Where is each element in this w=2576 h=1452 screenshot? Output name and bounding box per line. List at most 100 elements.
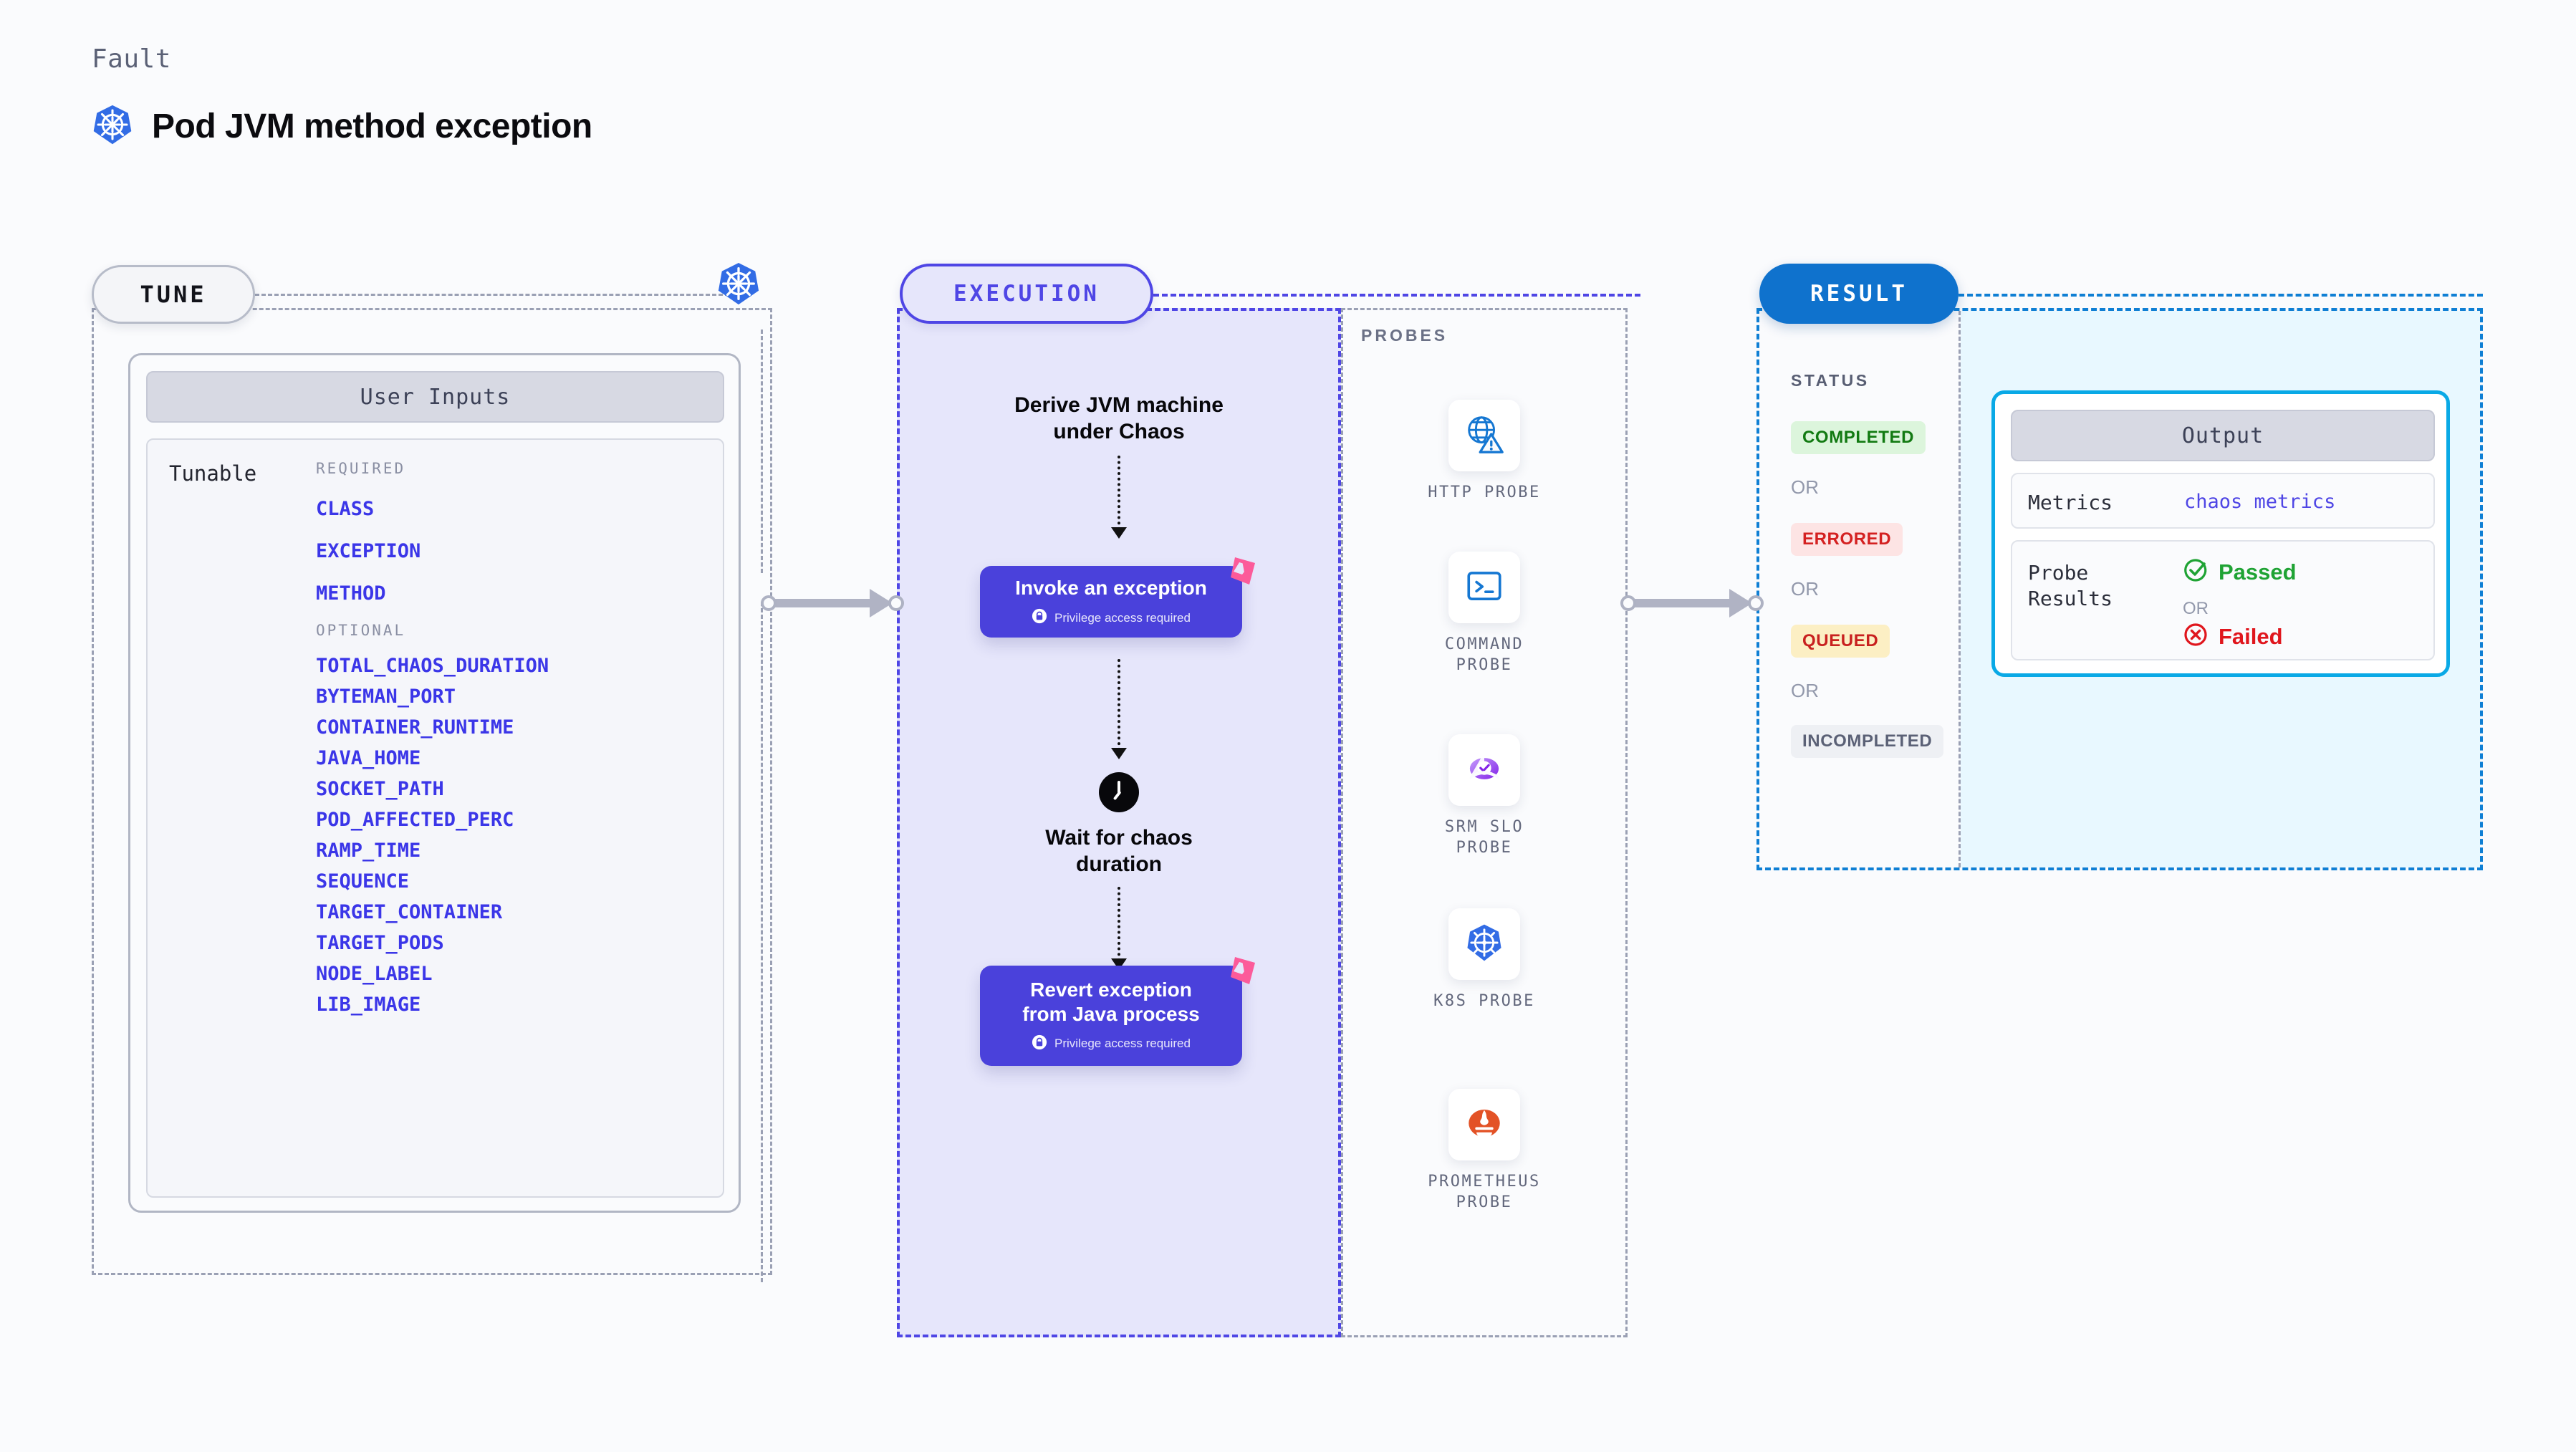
output-probe-failed-label: Failed [2219,623,2283,649]
param-container-runtime[interactable]: CONTAINER_RUNTIME [316,716,514,739]
clock-icon [1099,772,1139,812]
output-card-title: Output [2011,410,2435,461]
user-inputs-title-text: User Inputs [360,384,511,410]
param-total-chaos-duration[interactable]: TOTAL_CHAOS_DURATION [316,655,549,677]
user-inputs-card-title: User Inputs [146,371,724,423]
probe-http[interactable]: HTTP PROBE [1341,400,1628,504]
probe-srm-slo[interactable]: SRM SLO PROBE [1341,734,1628,858]
kubernetes-icon [1464,922,1505,967]
param-exception[interactable]: EXCEPTION [316,540,421,562]
prometheus-icon [1464,1102,1505,1148]
output-probe-failed: Failed [2183,622,2283,651]
param-socket-path[interactable]: SOCKET_PATH [316,778,444,800]
execution-card-revert-exception[interactable]: Revert exception from Java process Privi… [980,957,1255,1066]
execution-wait-label: Wait for chaos duration [897,825,1341,878]
output-card-title-text: Output [2181,423,2264,448]
status-or-3: OR [1791,680,1819,701]
stage-pill-tune[interactable]: TUNE [92,265,255,324]
execution-card-revert-title-line2: from Java process [1022,1002,1200,1025]
param-target-container[interactable]: TARGET_CONTAINER [316,901,503,923]
execution-card-invoke-exception[interactable]: Invoke an exception Privilege access req… [980,557,1255,638]
probe-srm-slo-name-line1: SRM SLO [1444,818,1524,836]
connector-execution-to-result [1620,589,1764,617]
execution-step-title-line2: under Chaos [1053,419,1185,443]
param-ramp-time[interactable]: RAMP_TIME [316,840,421,862]
srm-slo-icon [1464,749,1504,792]
probe-srm-slo-name: SRM SLO PROBE [1445,817,1524,858]
group-heading-required: REQUIRED [316,460,406,477]
stage-probes [1341,308,1628,1337]
param-class[interactable]: CLASS [316,498,375,520]
flow-arrow-1-head [1111,527,1127,539]
group-heading-optional: OPTIONAL [316,622,406,639]
tunable-panel: Tunable REQUIRED CLASS EXCEPTION METHOD … [146,438,724,1198]
probe-prometheus-name: PROMETHEUS PROBE [1428,1172,1540,1213]
status-or-1: OR [1791,476,1819,498]
output-probe-results-label-line1: Probe [2028,561,2089,585]
tune-badge-stem-lower [761,602,763,1282]
probes-label: PROBES [1361,326,1448,345]
execution-step-title: Derive JVM machine under Chaos [897,393,1341,445]
check-circle-icon [2183,557,2209,587]
probe-http-name-line1: HTTP PROBE [1428,484,1541,501]
tunable-label: Tunable [169,461,257,486]
param-sequence[interactable]: SEQUENCE [316,870,410,893]
chaos-flag-icon [1221,553,1258,594]
lock-icon [1032,608,1047,628]
tunable-parameter-list: REQUIRED CLASS EXCEPTION METHOD OPTIONAL… [316,460,549,1016]
eyebrow-label: Fault [92,44,171,74]
stage-pill-tune-label: TUNE [140,281,207,308]
output-metrics-label: Metrics [2028,491,2113,514]
tune-connector-line [255,294,742,296]
output-probe-passed-label: Passed [2219,559,2297,585]
probe-http-tile[interactable] [1448,400,1520,471]
param-lib-image[interactable]: LIB_IMAGE [316,994,421,1016]
status-label: STATUS [1791,371,1870,390]
probe-command[interactable]: COMMAND PROBE [1341,552,1628,675]
param-node-label[interactable]: NODE_LABEL [316,963,433,985]
stage-tune: User Inputs Tunable REQUIRED CLASS EXCEP… [92,308,772,1275]
lock-icon [1032,1034,1047,1054]
stage-pill-execution[interactable]: EXECUTION [900,264,1153,324]
probe-k8s-tile[interactable] [1448,908,1520,980]
output-probe-or: OR [2183,599,2209,618]
output-probe-passed: Passed [2183,557,2297,587]
probe-prometheus-name-line1: PROMETHEUS [1428,1173,1541,1191]
page-header: Fault [92,44,592,149]
output-metrics-row: Metrics chaos metrics [2011,473,2435,529]
probe-command-name: COMMAND PROBE [1445,635,1524,675]
output-metrics-value[interactable]: chaos metrics [2184,491,2336,513]
probe-prometheus[interactable]: PROMETHEUS PROBE [1341,1089,1628,1213]
probe-k8s[interactable]: K8S PROBE [1341,908,1628,1012]
flow-arrow-3-line [1118,887,1120,961]
globe-warning-icon [1462,412,1506,460]
output-probe-results-label-line2: Results [2028,587,2113,611]
output-card: Output Metrics chaos metrics Probe Resul… [1991,390,2450,677]
param-byteman-port[interactable]: BYTEMAN_PORT [316,686,456,708]
connector-tune-to-execution [761,589,904,617]
param-java-home[interactable]: JAVA_HOME [316,747,421,769]
execution-card-revert-title-line1: Revert exception [1030,979,1192,1001]
stage-pill-result[interactable]: RESULT [1759,264,1959,324]
probe-k8s-name-line1: K8S PROBE [1433,992,1535,1010]
param-method[interactable]: METHOD [316,582,386,605]
probe-command-name-line2: PROBE [1456,655,1513,674]
status-badge-incompleted-label: INCOMPLETED [1802,731,1933,751]
execution-card-revert-title: Revert exception from Java process [1022,978,1199,1025]
output-probe-results-row: Probe Results Passed OR Failed [2011,540,2435,660]
param-pod-affected-perc[interactable]: POD_AFFECTED_PERC [316,809,514,831]
probe-command-tile[interactable] [1448,552,1520,623]
probe-srm-slo-tile[interactable] [1448,734,1520,806]
page-title: Pod JVM method exception [152,107,592,145]
result-connector-line [1959,294,2483,297]
probe-prometheus-tile[interactable] [1448,1089,1520,1160]
status-badge-errored-label: ERRORED [1802,529,1892,549]
flow-arrow-2-line [1118,659,1120,751]
status-badge-errored: ERRORED [1791,523,1903,556]
param-target-pods[interactable]: TARGET_PODS [316,932,444,954]
flow-arrow-2-head [1111,748,1127,759]
execution-wait-label-line2: duration [1076,852,1162,876]
execution-step-title-line1: Derive JVM machine [1014,393,1224,417]
execution-card-revert-privilege: Privilege access required [1032,1034,1191,1054]
kubernetes-icon [92,104,133,149]
